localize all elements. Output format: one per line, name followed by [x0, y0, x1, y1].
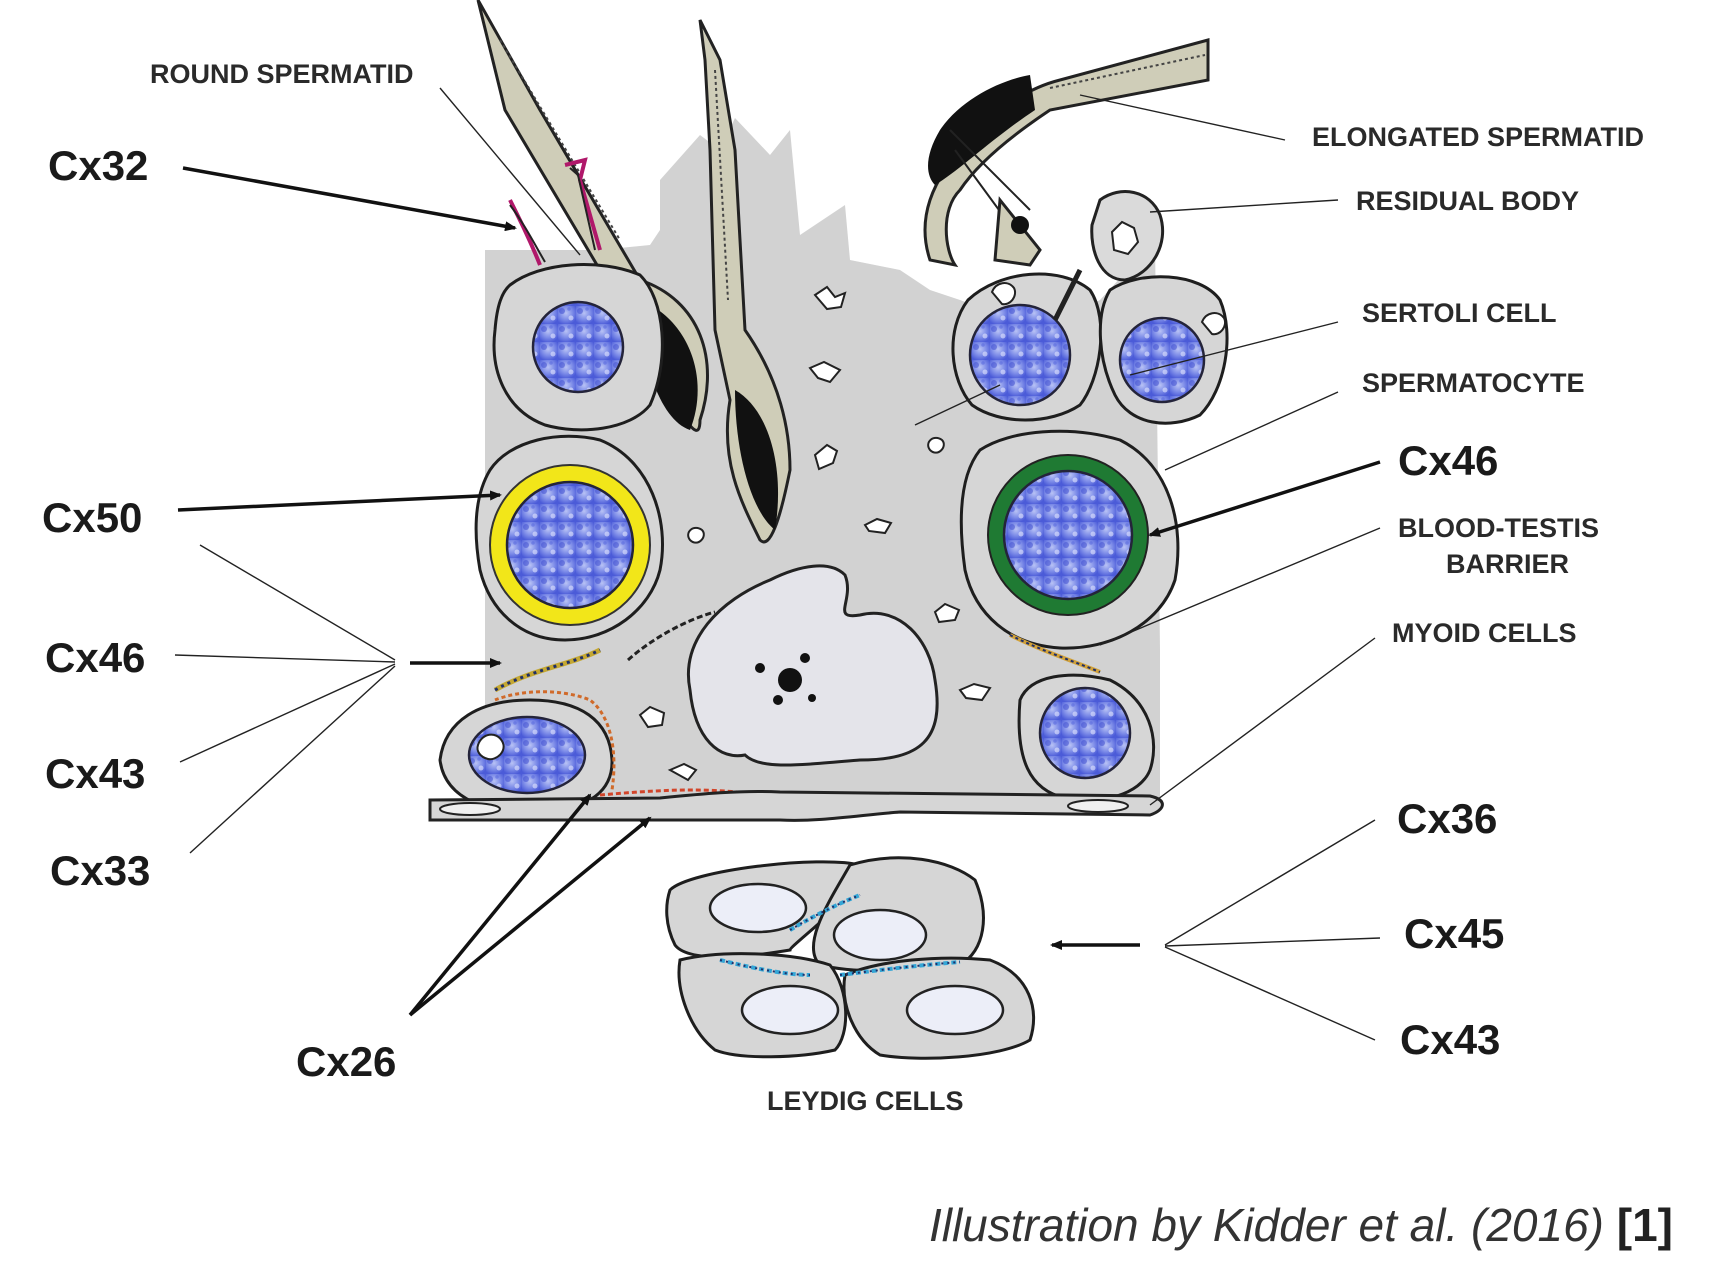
- label-leydig-cells: LEYDIG CELLS: [767, 1086, 964, 1116]
- label-cx33: Cx33: [50, 847, 150, 894]
- label-cx45: Cx45: [1404, 910, 1504, 957]
- label-cx43-right: Cx43: [1400, 1016, 1500, 1063]
- spermatogonium-left: [440, 700, 612, 812]
- elongated-spermatid-top-right: [925, 40, 1208, 265]
- label-cx46-right: Cx46: [1398, 437, 1498, 484]
- caption-reference: [1]: [1617, 1199, 1673, 1251]
- round-spermatid: [494, 265, 662, 430]
- spermatocyte-cx50: [476, 436, 662, 640]
- round-spermatid-nucleus: [533, 302, 623, 392]
- label-elongated-spermatid: ELONGATED SPERMATID: [1312, 122, 1644, 152]
- label-myoid-cells: MYOID CELLS: [1392, 618, 1577, 648]
- label-cx36: Cx36: [1397, 795, 1497, 842]
- label-blood-testis-1: BLOOD-TESTIS: [1398, 513, 1599, 543]
- label-cx26: Cx26: [296, 1038, 396, 1085]
- label-cx32: Cx32: [48, 142, 148, 189]
- figure-caption: Illustration by Kidder et al. (2016) [1]: [929, 1198, 1673, 1252]
- leydig-cells: [667, 858, 1034, 1058]
- label-residual-body: RESIDUAL BODY: [1356, 186, 1579, 216]
- label-cx50: Cx50: [42, 494, 142, 541]
- label-blood-testis-2: BARRIER: [1446, 549, 1569, 579]
- spermatocyte-cx46: [961, 431, 1178, 648]
- cx46-spermatocyte-nucleus: [1004, 471, 1132, 599]
- label-cx43-left: Cx43: [45, 750, 145, 797]
- label-cx46-left: Cx46: [45, 634, 145, 681]
- caption-text: Illustration by Kidder et al. (2016): [929, 1199, 1604, 1251]
- cx50-spermatocyte-nucleus: [507, 482, 633, 608]
- label-spermatocyte: SPERMATOCYTE: [1362, 368, 1585, 398]
- label-sertoli-cell: SERTOLI CELL: [1362, 298, 1557, 328]
- label-round-spermatid: ROUND SPERMATID: [150, 59, 414, 89]
